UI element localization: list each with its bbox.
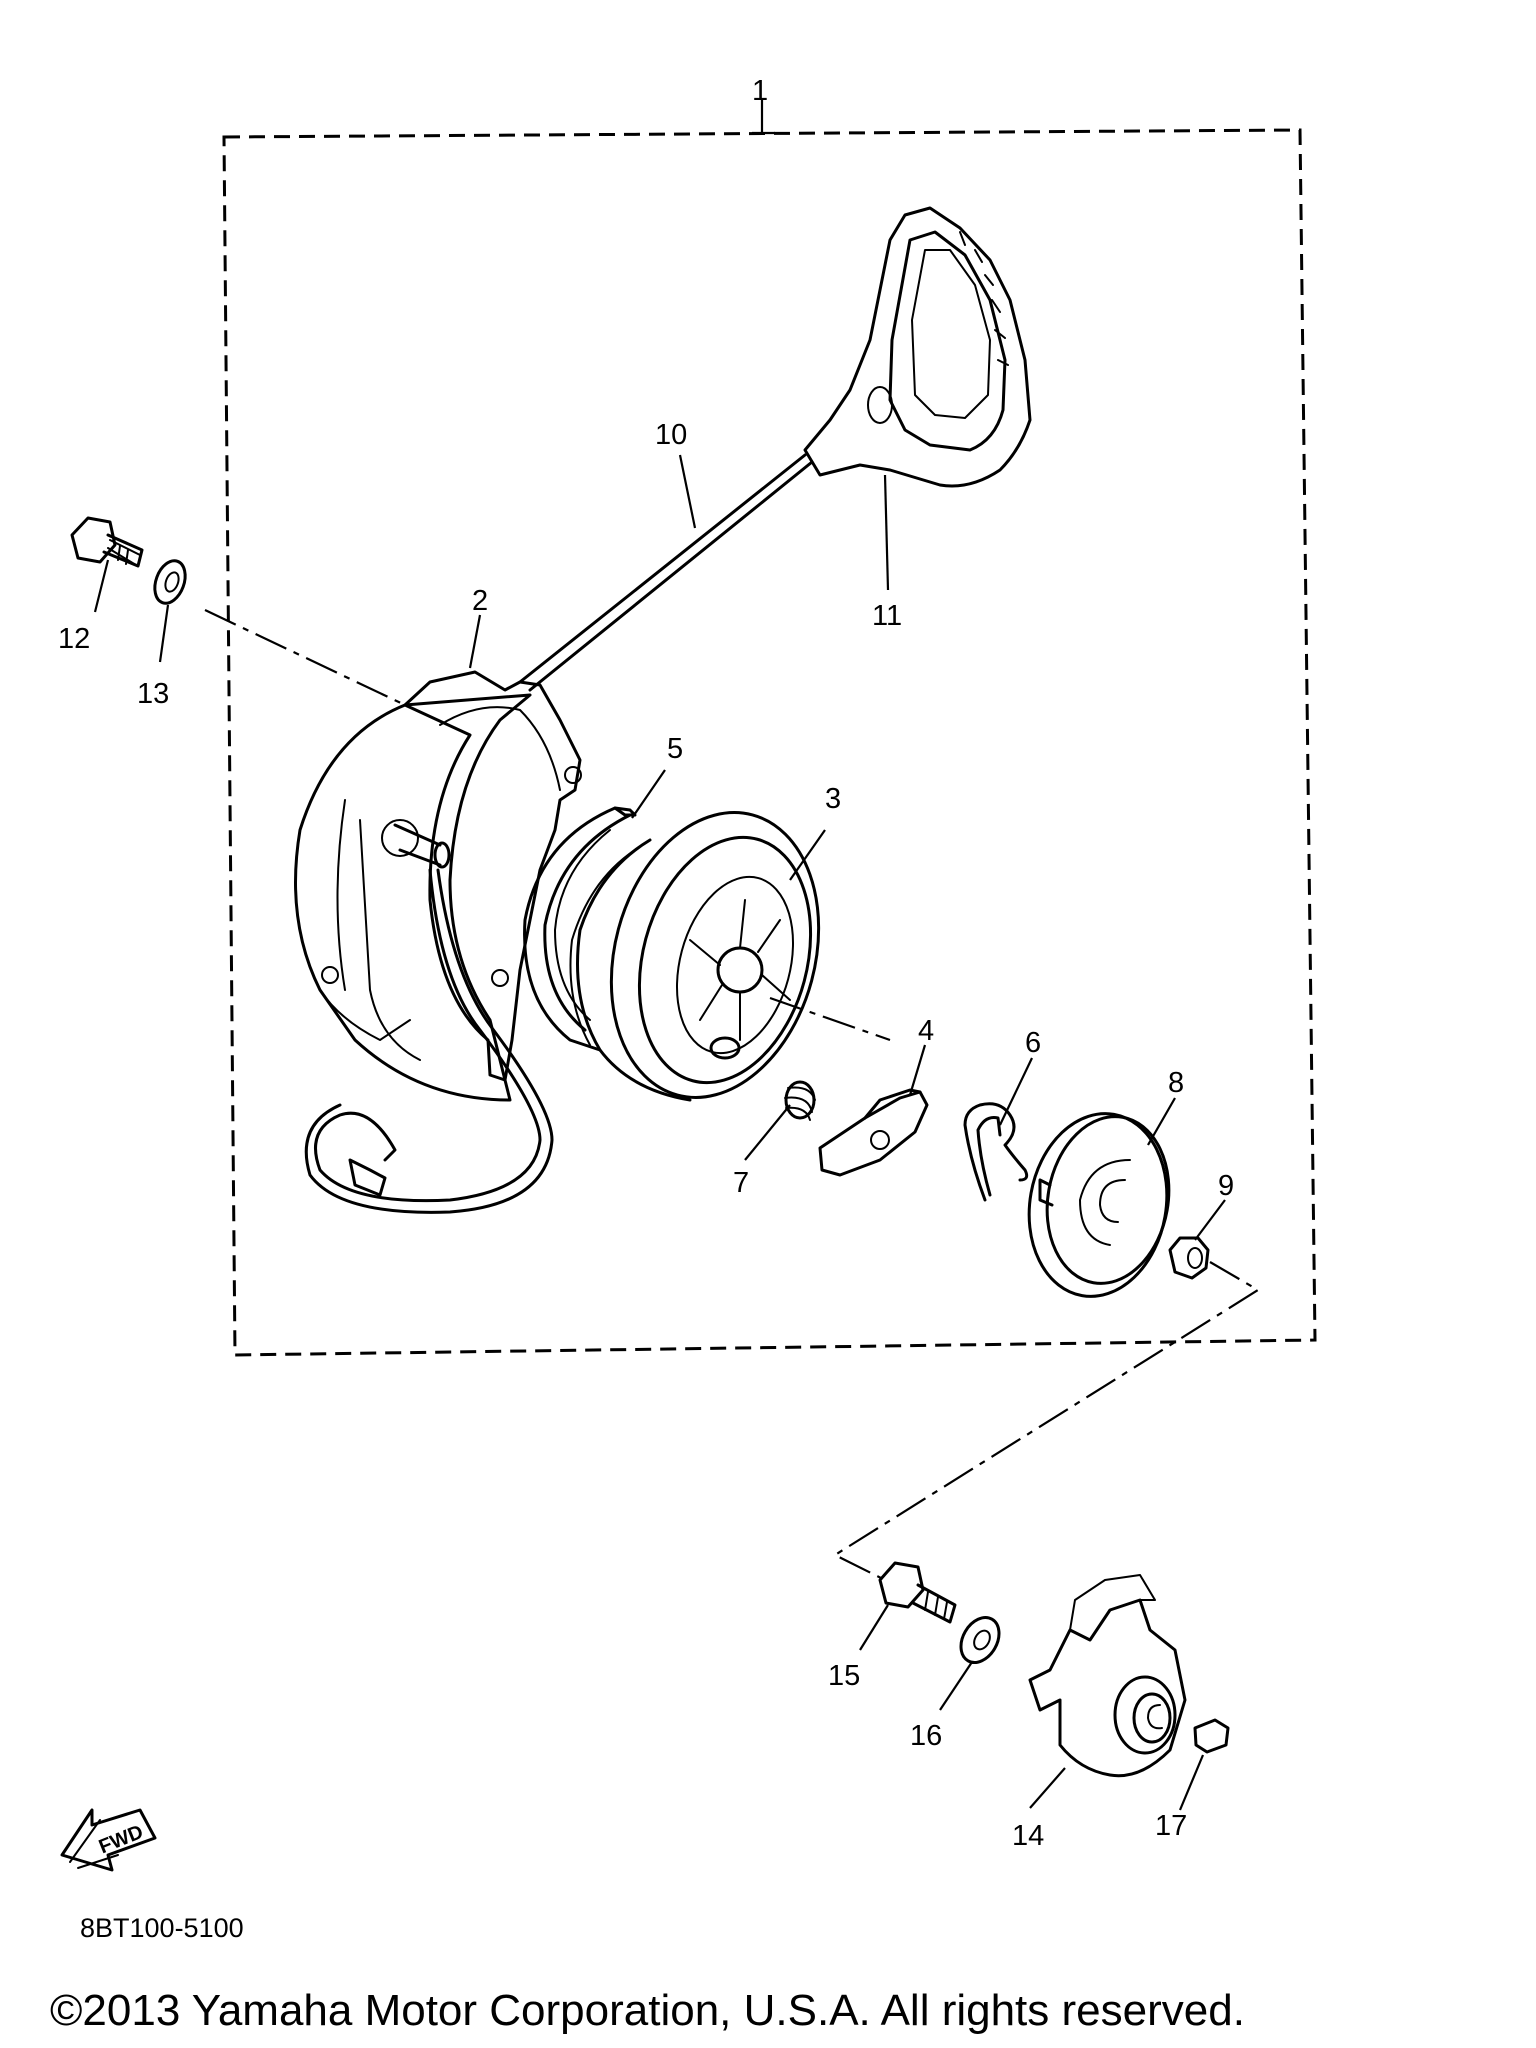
callout-13: 13 [137, 678, 169, 710]
spiral-spring-5 [523, 806, 637, 1052]
rope-reel-3 [569, 811, 821, 1102]
copyright-notice: ©2013 Yamaha Motor Corporation, U.S.A. A… [50, 1986, 1245, 2035]
callout-6: 6 [1025, 1027, 1041, 1059]
callout-8: 8 [1168, 1067, 1184, 1099]
bolt-12 [70, 516, 144, 568]
callout-14: 14 [1012, 1820, 1044, 1852]
callout-labels: 1 2 3 4 5 6 7 8 9 10 11 12 13 14 15 16 1… [58, 75, 1234, 1852]
starter-rope-10 [304, 453, 814, 1214]
fwd-label: FWD [96, 1821, 146, 1858]
washer-16 [959, 1616, 1001, 1664]
callout-15: 15 [828, 1660, 860, 1692]
starter-housing-2 [294, 670, 582, 1102]
callout-4: 4 [918, 1015, 934, 1047]
callout-11: 11 [872, 600, 902, 632]
washer-13 [153, 559, 187, 605]
callout-10: 10 [655, 419, 687, 451]
nut-9 [1168, 1236, 1210, 1280]
callout-17: 17 [1155, 1810, 1187, 1842]
callout-9: 9 [1218, 1170, 1234, 1202]
drive-plate-8 [1027, 1112, 1171, 1298]
key-17 [1193, 1718, 1230, 1754]
callout-16: 16 [910, 1720, 942, 1752]
callout-7: 7 [733, 1167, 749, 1199]
fwd-arrow-icon: FWD [60, 1808, 157, 1872]
assembly-frame [222, 100, 1317, 1357]
callout-3: 3 [825, 783, 841, 815]
pawl-spring-7 [784, 1080, 816, 1121]
callout-2: 2 [472, 585, 488, 617]
callout-5: 5 [667, 733, 683, 765]
pawl-4 [818, 1088, 929, 1177]
leader-lines [93, 454, 1226, 1811]
callout-12: 12 [58, 623, 90, 655]
starter-handle-11 [803, 206, 1032, 488]
starter-pulley-14 [1028, 1574, 1187, 1778]
callout-1: 1 [752, 75, 768, 107]
bolt-15 [878, 1561, 957, 1624]
part-code: 8BT100-5100 [80, 1913, 244, 1943]
spring-clip-6 [963, 1102, 1029, 1202]
